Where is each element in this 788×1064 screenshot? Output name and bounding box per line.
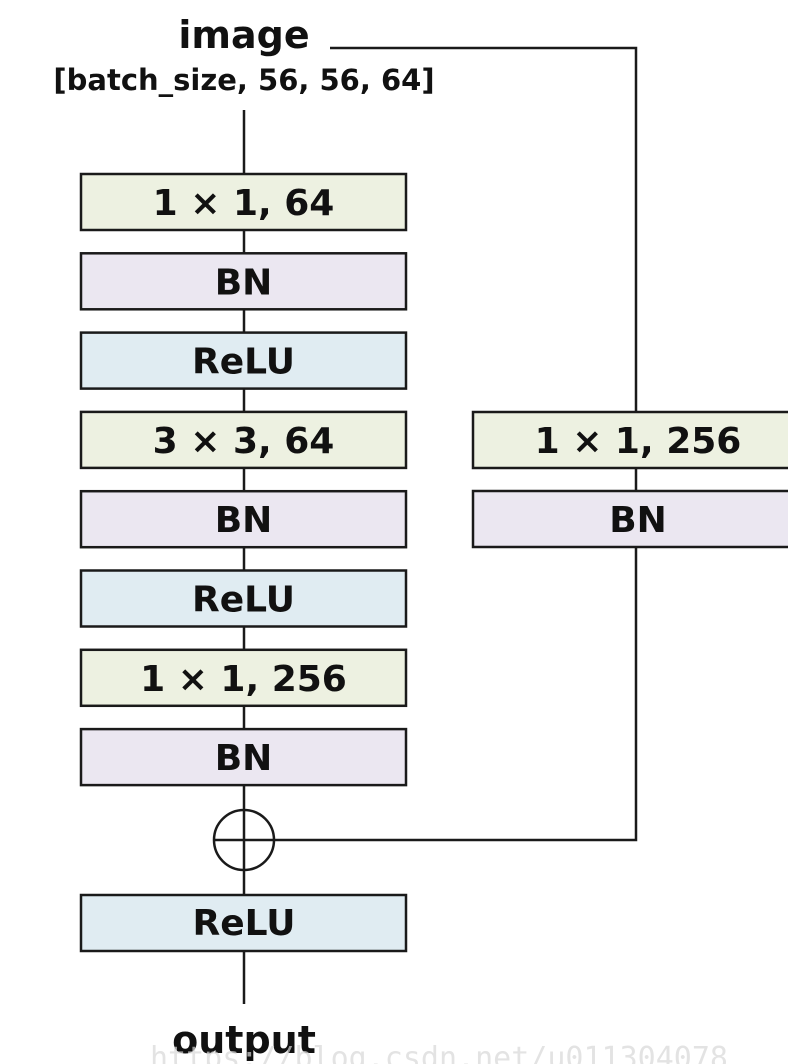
main-block-1-label: 1 × 1, 64 (153, 183, 335, 224)
output-label: output (172, 1018, 316, 1062)
main-block-1-box (79, 172, 408, 232)
main-block-3: ReLU (79, 331, 408, 390)
final-relu-label: ReLU (192, 903, 295, 944)
shortcut-block-1: 1 × 1, 256 (471, 410, 788, 470)
shortcut-block-2: BN (471, 489, 788, 549)
main-path: 1 × 1, 64 BN ReLU 3 × 3, 64 BN ReLU 1 × 1, 256… (79, 172, 408, 787)
main-block-8-label: BN (215, 738, 273, 779)
shortcut-block-2-box (471, 489, 788, 549)
main-block-7-box (79, 648, 408, 708)
final-relu-block: ReLU (79, 893, 408, 953)
main-block-3-label: ReLU (192, 342, 295, 383)
main-block-7-label: 1 × 1, 256 (140, 659, 347, 700)
main-block-5: BN (79, 489, 408, 549)
main-block-2-box (79, 252, 408, 311)
shortcut-block-1-box (471, 410, 788, 470)
main-block-5-label: BN (215, 500, 273, 541)
main-block-3-box (79, 331, 408, 390)
main-block-2-label: BN (215, 262, 273, 303)
main-block-4-label: 3 × 3, 64 (153, 421, 335, 462)
main-block-4: 3 × 3, 64 (79, 410, 408, 470)
shortcut-block-2-label: BN (609, 500, 667, 541)
input-title: image (178, 13, 309, 57)
main-block-2: BN (79, 252, 408, 311)
main-block-7: 1 × 1, 256 (79, 648, 408, 708)
shortcut-block-1-label: 1 × 1, 256 (535, 421, 742, 462)
main-block-8: BN (79, 727, 408, 787)
main-block-6-box (79, 569, 408, 628)
input-shape: [batch_size, 56, 56, 64] (53, 63, 434, 97)
sum-icon (212, 808, 276, 872)
main-block-6: ReLU (79, 569, 408, 628)
watermark: https://blog.csdn.net/u011304078 (150, 1041, 728, 1064)
main-block-8-box (79, 727, 408, 787)
main-block-4-box (79, 410, 408, 470)
main-block-1: 1 × 1, 64 (79, 172, 408, 232)
main-block-5-box (79, 489, 408, 549)
main-block-6-label: ReLU (192, 580, 295, 621)
